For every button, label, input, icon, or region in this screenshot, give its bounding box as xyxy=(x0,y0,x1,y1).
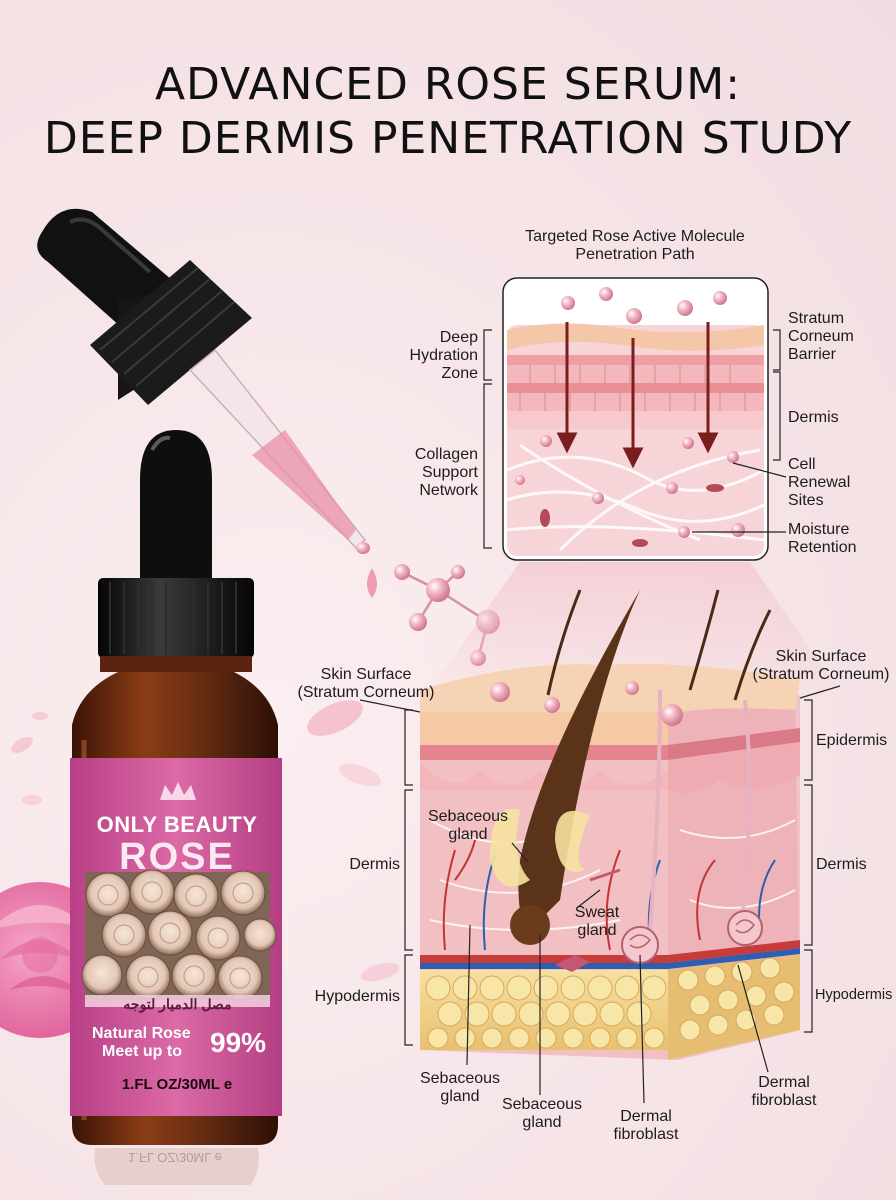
label-line: Network xyxy=(419,482,478,499)
label-line: gland xyxy=(522,1114,562,1131)
inset-heading-line-2: Penetration Path xyxy=(575,246,695,263)
label-line: Barrier xyxy=(788,346,837,363)
label-dermal-fibroblast-bottom: Dermal fibroblast xyxy=(596,1108,696,1144)
label-line: Sebaceous xyxy=(419,1070,501,1087)
label-line: gland xyxy=(577,922,617,939)
label-line: Retention xyxy=(788,539,857,556)
label-dermis-left: Dermis xyxy=(349,856,400,873)
label-moisture-retention: Moisture Retention xyxy=(788,521,888,557)
page-title: ADVANCED ROSE SERUM: DEEP DERMIS PENETRA… xyxy=(0,58,896,166)
label-line: Corneum xyxy=(788,328,854,345)
volume-text: 1.FL OZ/30ML xyxy=(121,1076,220,1093)
label-sweat-gland: Sweat gland xyxy=(562,904,632,940)
label-dermis-right: Dermis xyxy=(816,856,867,873)
serum-bottle xyxy=(70,430,282,1185)
label-hypodermis-left: Hypodermis xyxy=(314,988,400,1005)
label-line: (Stratum Corneum) xyxy=(752,666,890,683)
label-stratum-corneum-barrier: Stratum Corneum Barrier xyxy=(788,310,888,364)
title-line-2: DEEP DERMIS PENETRATION STUDY xyxy=(43,113,853,164)
label-line: Collagen xyxy=(414,446,478,463)
label-cell-renewal-sites: Cell Renewal Sites xyxy=(788,456,888,510)
label-skin-surface-right: Skin Surface (Stratum Corneum) xyxy=(746,648,896,684)
volume-estimated-mark: e xyxy=(223,1076,233,1093)
label-line: (Stratum Corneum) xyxy=(297,684,435,701)
inset-cell-rows xyxy=(507,355,764,429)
inset-heading-line-1: Targeted Rose Active Molecule xyxy=(525,228,745,245)
label-line: fibroblast xyxy=(613,1126,679,1143)
label-line: Sweat xyxy=(574,904,620,921)
label-line: Dermal xyxy=(758,1074,810,1091)
claim-percent: 99% xyxy=(210,1027,267,1058)
label-line: Sites xyxy=(788,492,824,509)
inset-heading: Targeted Rose Active Molecule Penetratio… xyxy=(480,228,790,264)
claim-line-2: Meet up to xyxy=(102,1043,182,1060)
label-hypodermis-right: Hypodermis xyxy=(815,987,893,1003)
dropper-pipette xyxy=(37,208,377,598)
crown-icon xyxy=(160,782,196,800)
product-brand: ONLY BEAUTY xyxy=(96,812,258,837)
product-volume: 1.FL OZ/30ML e xyxy=(82,1076,272,1093)
label-line: Skin Surface xyxy=(320,666,412,683)
skin-cross-section xyxy=(359,589,841,1104)
label-sebaceous-gland-inner: Sebaceous gland xyxy=(418,808,518,844)
label-sebaceous-gland-bottom-2: Sebaceous gland xyxy=(492,1096,592,1132)
label-line: Stratum xyxy=(788,310,845,327)
claim-line-1: Natural Rose xyxy=(92,1025,191,1042)
label-line: Skin Surface xyxy=(775,648,867,665)
label-line: Deep xyxy=(439,329,478,346)
penetration-inset xyxy=(430,277,838,690)
label-collagen-support-network: Collagen Support Network xyxy=(380,446,478,500)
product-volume-reflection: 1.FL OZ/30ML e xyxy=(128,1150,222,1165)
label-epidermis: Epidermis xyxy=(816,732,888,749)
label-line: Dermal xyxy=(620,1108,672,1125)
label-line: gland xyxy=(448,826,488,843)
label-line: Renewal xyxy=(788,474,851,491)
label-line: Sebaceous xyxy=(501,1096,583,1113)
label-line: Moisture xyxy=(788,521,850,538)
product-claim: Natural Rose Meet up to 99% xyxy=(88,1023,274,1067)
label-line: Sebaceous xyxy=(427,808,509,825)
label-sebaceous-gland-bottom-1: Sebaceous gland xyxy=(410,1070,510,1106)
product-arabic-text: مصل الدميار لتوجه xyxy=(123,996,232,1012)
label-line: Hydration xyxy=(409,347,478,364)
label-line: Cell xyxy=(788,456,816,473)
label-dermal-fibroblast-right: Dermal fibroblast xyxy=(734,1074,834,1110)
label-line: Zone xyxy=(441,365,478,382)
label-inset-dermis: Dermis xyxy=(788,409,839,426)
label-line: gland xyxy=(440,1088,480,1105)
title-line-1: ADVANCED ROSE SERUM: xyxy=(154,59,742,110)
label-line: fibroblast xyxy=(751,1092,817,1109)
label-deep-hydration-zone: Deep Hydration Zone xyxy=(380,329,478,383)
product-name: ROSE xyxy=(119,836,235,878)
label-line: Support xyxy=(421,464,478,481)
label-skin-surface-left: Skin Surface (Stratum Corneum) xyxy=(286,666,446,702)
